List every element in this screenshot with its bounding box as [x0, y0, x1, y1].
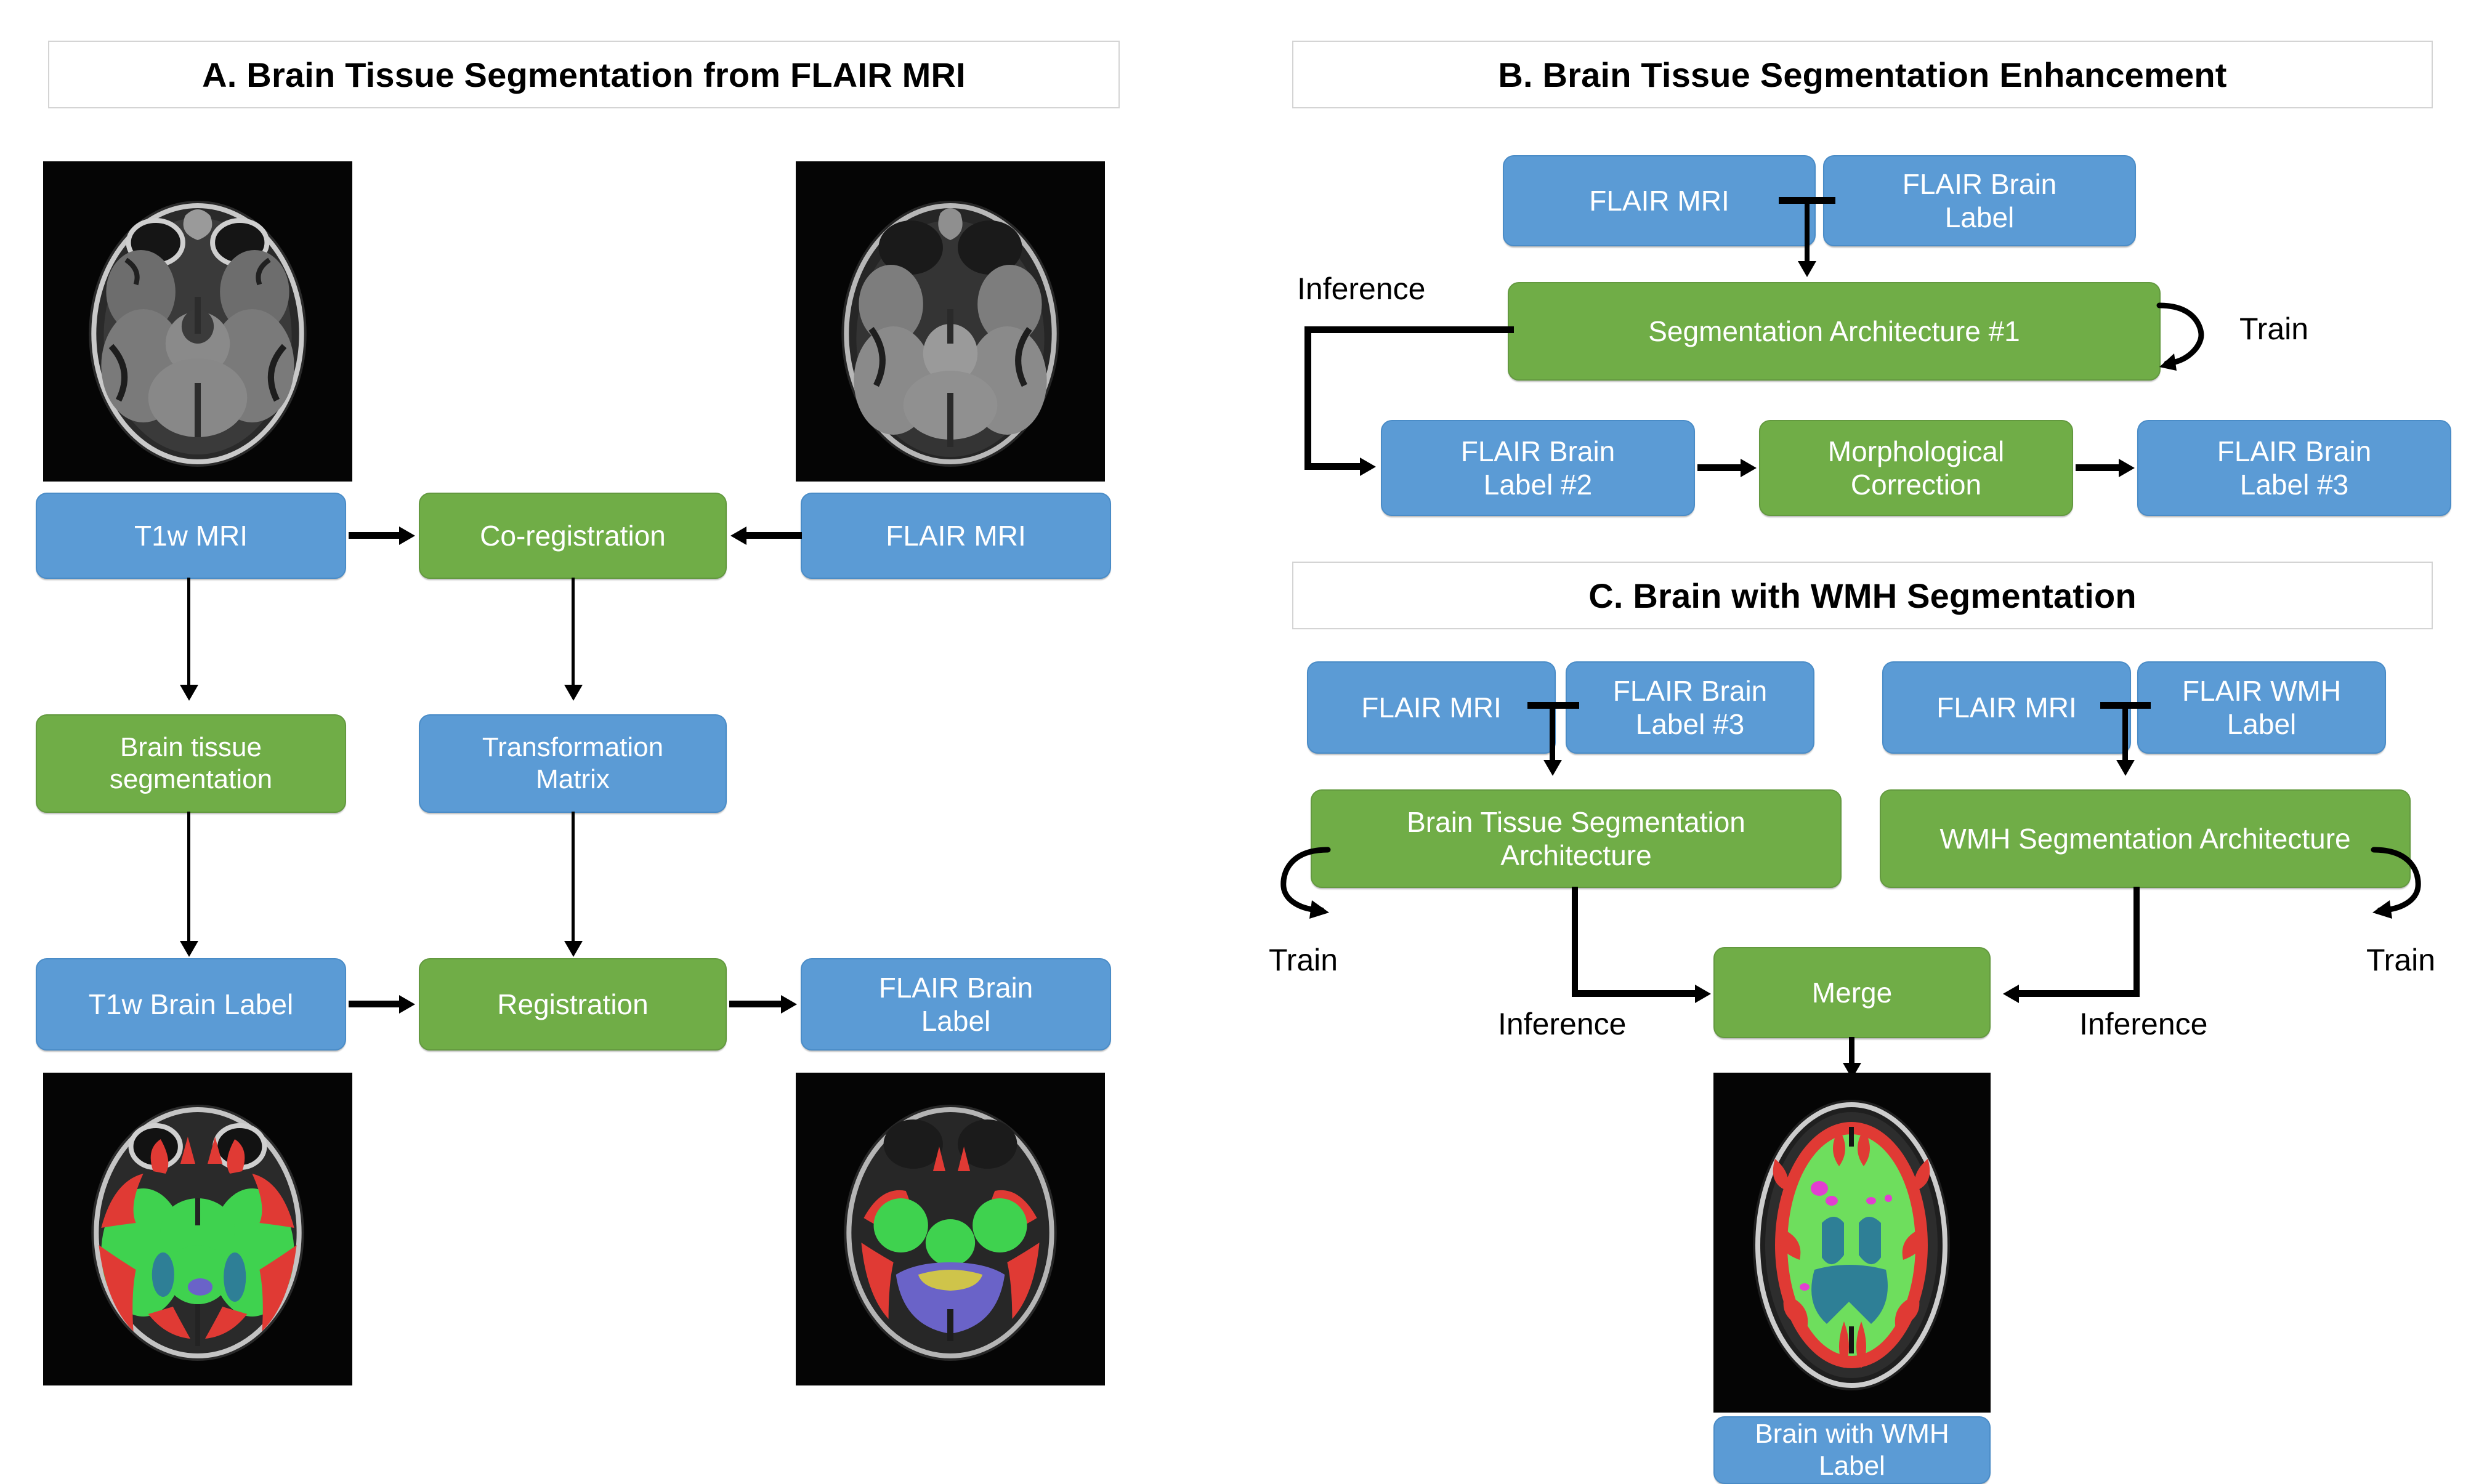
arrowhead-c-left-inputs-to-arch — [1543, 760, 1562, 776]
box-flair-brain-label-3-c[interactable]: FLAIR Brain Label #3 — [1566, 661, 1814, 754]
flair-axial-mri-image — [796, 161, 1105, 482]
box-flair-brain-label-a[interactable]: FLAIR Brain Label — [801, 958, 1111, 1050]
arrowhead-b-inference-to-label2 — [1360, 458, 1376, 476]
connector-t1wlabel-to-registration — [349, 1001, 402, 1007]
box-flair-brain-label-b[interactable]: FLAIR Brain Label — [1823, 155, 2136, 246]
panel-a-title-bar: A. Brain Tissue Segmentation from FLAIR … — [48, 41, 1120, 108]
box-merge[interactable]: Merge — [1713, 947, 1991, 1038]
train-loop-c-right — [2370, 844, 2444, 930]
box-flair-brain-label-2[interactable]: FLAIR Brain Label #2 — [1381, 420, 1695, 516]
t1w-labelled-segmentation-image — [43, 1073, 352, 1385]
connector-wmh-arch-to-merge-h — [2019, 990, 2140, 997]
arrowhead-b-inputs-to-arch — [1798, 261, 1816, 277]
arrowhead-transform-to-registration — [564, 941, 583, 957]
arrowhead-flairmri-to-coreg — [730, 526, 746, 545]
box-brain-with-wmh-label[interactable]: Brain with WMH Label — [1713, 1416, 1991, 1484]
connector-b-inference-bottom — [1304, 463, 1364, 470]
connector-tissue-arch-to-merge-h — [1572, 990, 1700, 997]
connector-registration-to-flairlabel — [729, 1001, 783, 1007]
train-loop-b — [2156, 289, 2230, 382]
box-brain-tissue-segmentation-architecture[interactable]: Brain Tissue Segmentation Architecture — [1311, 789, 1842, 888]
arrowhead-t1w-to-tissue-seg — [180, 685, 198, 701]
arrowhead-tissue-arch-to-merge — [1695, 985, 1711, 1003]
connector-merge-to-result — [1849, 1037, 1854, 1078]
arrowhead-morph-to-label3 — [2119, 459, 2135, 477]
connector-b-inference-vertical — [1304, 326, 1311, 467]
connector-coreg-to-transform — [572, 578, 575, 690]
edge-label-train-c-right: Train — [2366, 943, 2436, 977]
box-t1w-mri[interactable]: T1w MRI — [36, 493, 346, 579]
panel-c-title-bar: C. Brain with WMH Segmentation — [1292, 562, 2433, 629]
connector-label2-to-morph — [1697, 464, 1744, 471]
arrowhead-wmh-arch-to-merge — [2003, 985, 2019, 1003]
connector-t1w-to-tissue-seg — [187, 578, 190, 690]
box-flair-brain-label-3-b[interactable]: FLAIR Brain Label #3 — [2137, 420, 2451, 516]
connector-c-left-inputs-down — [1550, 702, 1555, 768]
edge-label-inference-c-right: Inference — [2079, 1007, 2208, 1041]
connector-tissue-seg-to-t1w-label — [187, 812, 190, 946]
connector-c-right-inputs-down — [2122, 702, 2128, 768]
box-co-registration[interactable]: Co-registration — [419, 493, 727, 579]
box-segmentation-architecture-1[interactable]: Segmentation Architecture #1 — [1508, 282, 2161, 381]
box-flair-wmh-label[interactable]: FLAIR WMH Label — [2137, 661, 2386, 754]
arrowhead-c-right-inputs-to-arch — [2116, 760, 2135, 776]
box-wmh-segmentation-architecture[interactable]: WMH Segmentation Architecture — [1880, 789, 2411, 888]
connector-morph-to-label3 — [2076, 464, 2122, 471]
panel-b-title: B. Brain Tissue Segmentation Enhancement — [1498, 55, 2227, 94]
panel-b-title-bar: B. Brain Tissue Segmentation Enhancement — [1292, 41, 2433, 108]
connector-b-inference-top — [1304, 326, 1514, 333]
box-brain-tissue-segmentation[interactable]: Brain tissue segmentation — [36, 714, 346, 813]
train-loop-c-left — [1260, 844, 1334, 930]
edge-label-train-c-left: Train — [1269, 943, 1338, 977]
t1w-axial-mri-image — [43, 161, 352, 482]
box-morphological-correction[interactable]: Morphological Correction — [1759, 420, 2073, 516]
box-t1w-brain-label[interactable]: T1w Brain Label — [36, 958, 346, 1050]
connector-tissue-arch-to-merge — [1572, 887, 1578, 996]
flair-labelled-segmentation-image — [796, 1073, 1105, 1385]
edge-label-train-b: Train — [2239, 312, 2309, 346]
panel-a-title: A. Brain Tissue Segmentation from FLAIR … — [202, 55, 966, 94]
connector-transform-to-registration — [572, 812, 575, 946]
connector-flairmri-to-coreg — [746, 532, 802, 539]
arrowhead-registration-to-flairlabel — [781, 995, 797, 1014]
box-transformation-matrix[interactable]: Transformation Matrix — [419, 714, 727, 813]
arrowhead-coreg-to-transform — [564, 685, 583, 701]
connector-wmh-arch-to-merge — [2133, 887, 2140, 996]
box-registration[interactable]: Registration — [419, 958, 727, 1050]
arrowhead-label2-to-morph — [1741, 459, 1757, 477]
edge-label-inference-c-left: Inference — [1498, 1007, 1627, 1041]
box-flair-mri-b[interactable]: FLAIR MRI — [1503, 155, 1816, 246]
panel-c-title: C. Brain with WMH Segmentation — [1588, 576, 2137, 615]
arrowhead-t1w-to-coreg — [399, 526, 415, 545]
arrowhead-tissue-seg-to-t1w-label — [180, 941, 198, 957]
connector-b-inputs-down — [1805, 197, 1810, 271]
box-flair-mri-a[interactable]: FLAIR MRI — [801, 493, 1111, 579]
edge-label-inference-b: Inference — [1297, 272, 1426, 306]
arrowhead-t1wlabel-to-registration — [399, 995, 415, 1014]
box-flair-mri-c-right[interactable]: FLAIR MRI — [1882, 661, 2131, 754]
box-flair-mri-c-left[interactable]: FLAIR MRI — [1307, 661, 1556, 754]
brain-with-wmh-segmentation-image — [1713, 1073, 1991, 1413]
connector-t1w-to-coreg — [349, 532, 402, 539]
